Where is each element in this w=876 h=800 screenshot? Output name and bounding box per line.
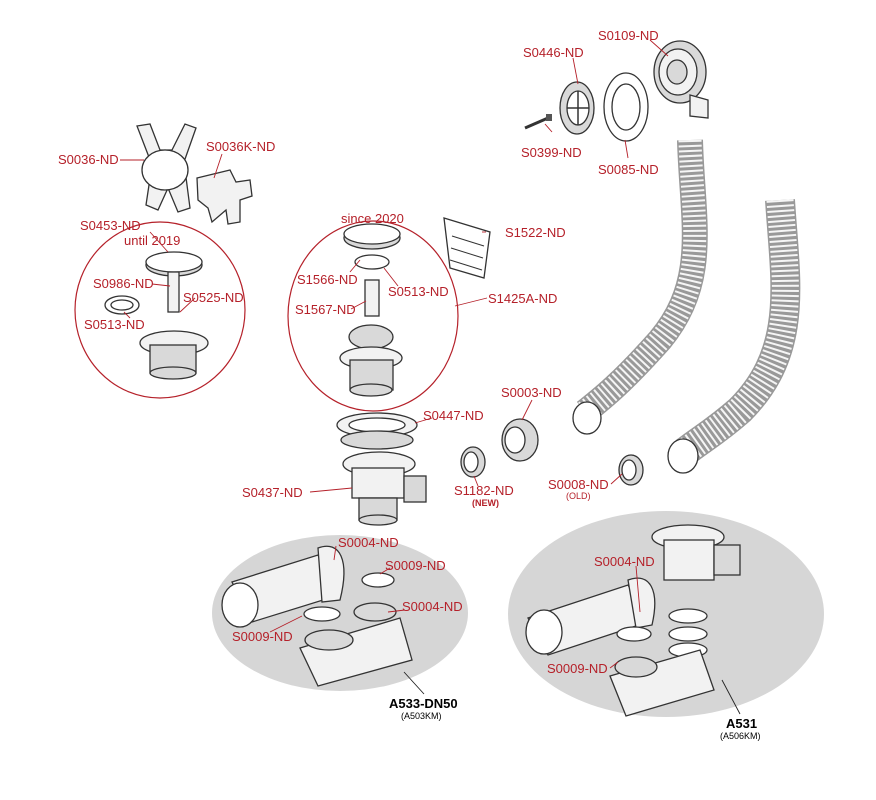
assembly-ellipse-a531: [508, 511, 824, 717]
assembly-name-a531: A531: [726, 716, 757, 731]
callout-circle-since-2020: [287, 220, 459, 412]
drain-plug-icon: [104, 251, 209, 380]
coupling-nut-icon: [501, 418, 539, 462]
label-s1567: S1567-ND: [295, 302, 356, 317]
callout-circle-until-2019: [74, 221, 246, 399]
label-s0453: S0453-ND: [80, 218, 141, 233]
label-s1522: S1522-ND: [505, 225, 566, 240]
coupling-ring-icon: [460, 446, 486, 478]
overflow-ring-icon: [603, 72, 649, 142]
grate-clip-icon: [443, 217, 491, 279]
overflow-cover-icon: [559, 81, 595, 135]
label-s0004-a533-right: S0004-ND: [402, 599, 463, 614]
note-new: (NEW): [472, 498, 499, 508]
flexible-hose-icon: [572, 139, 708, 435]
label-s0004-a531: S0004-ND: [594, 554, 655, 569]
label-s0036: S0036-ND: [58, 152, 119, 167]
coupling-ring-icon: [618, 454, 644, 486]
drain-plug-icon: [339, 223, 403, 397]
label-s0036k: S0036K-ND: [206, 139, 275, 154]
label-s0009-a533-top: S0009-ND: [385, 558, 446, 573]
label-s0008: S0008-ND: [548, 477, 609, 492]
note-since-2020: since 2020: [341, 211, 404, 226]
label-s0513-left: S0513-ND: [84, 317, 145, 332]
label-s0525: S0525-ND: [183, 290, 244, 305]
assembly-code-a533: (A503KM): [401, 711, 442, 721]
label-s0109: S0109-ND: [598, 28, 659, 43]
label-s0447: S0447-ND: [423, 408, 484, 423]
label-s0513-mid: S0513-ND: [388, 284, 449, 299]
label-s1425a: S1425A-ND: [488, 291, 557, 306]
label-s1566: S1566-ND: [297, 272, 358, 287]
label-s0003: S0003-ND: [501, 385, 562, 400]
label-s0009-a531: S0009-ND: [547, 661, 608, 676]
label-s1182: S1182-ND: [454, 483, 514, 498]
siphon-body-icon: [336, 412, 427, 526]
assembly-code-a531: (A506KM): [720, 731, 761, 741]
siphon-body-icon: [525, 524, 741, 717]
label-s0004-a533-top: S0004-ND: [338, 535, 399, 550]
note-until-2019: until 2019: [124, 233, 180, 248]
mounting-key-icon: [136, 123, 197, 213]
label-s0446: S0446-ND: [523, 45, 584, 60]
flexible-hose-icon: [667, 199, 801, 474]
wrench-plate-icon: [196, 169, 253, 225]
siphon-body-icon: [221, 545, 413, 687]
label-s0437: S0437-ND: [242, 485, 303, 500]
assembly-name-a533: A533-DN50: [389, 696, 458, 711]
label-s0009-a533-left: S0009-ND: [232, 629, 293, 644]
leader-lines: [120, 39, 741, 715]
overflow-body-icon: [653, 40, 709, 119]
label-s0986: S0986-ND: [93, 276, 154, 291]
note-old: (OLD): [566, 491, 591, 501]
label-s0085: S0085-ND: [598, 162, 659, 177]
label-s0399: S0399-ND: [521, 145, 582, 160]
screw-icon: [524, 114, 552, 130]
